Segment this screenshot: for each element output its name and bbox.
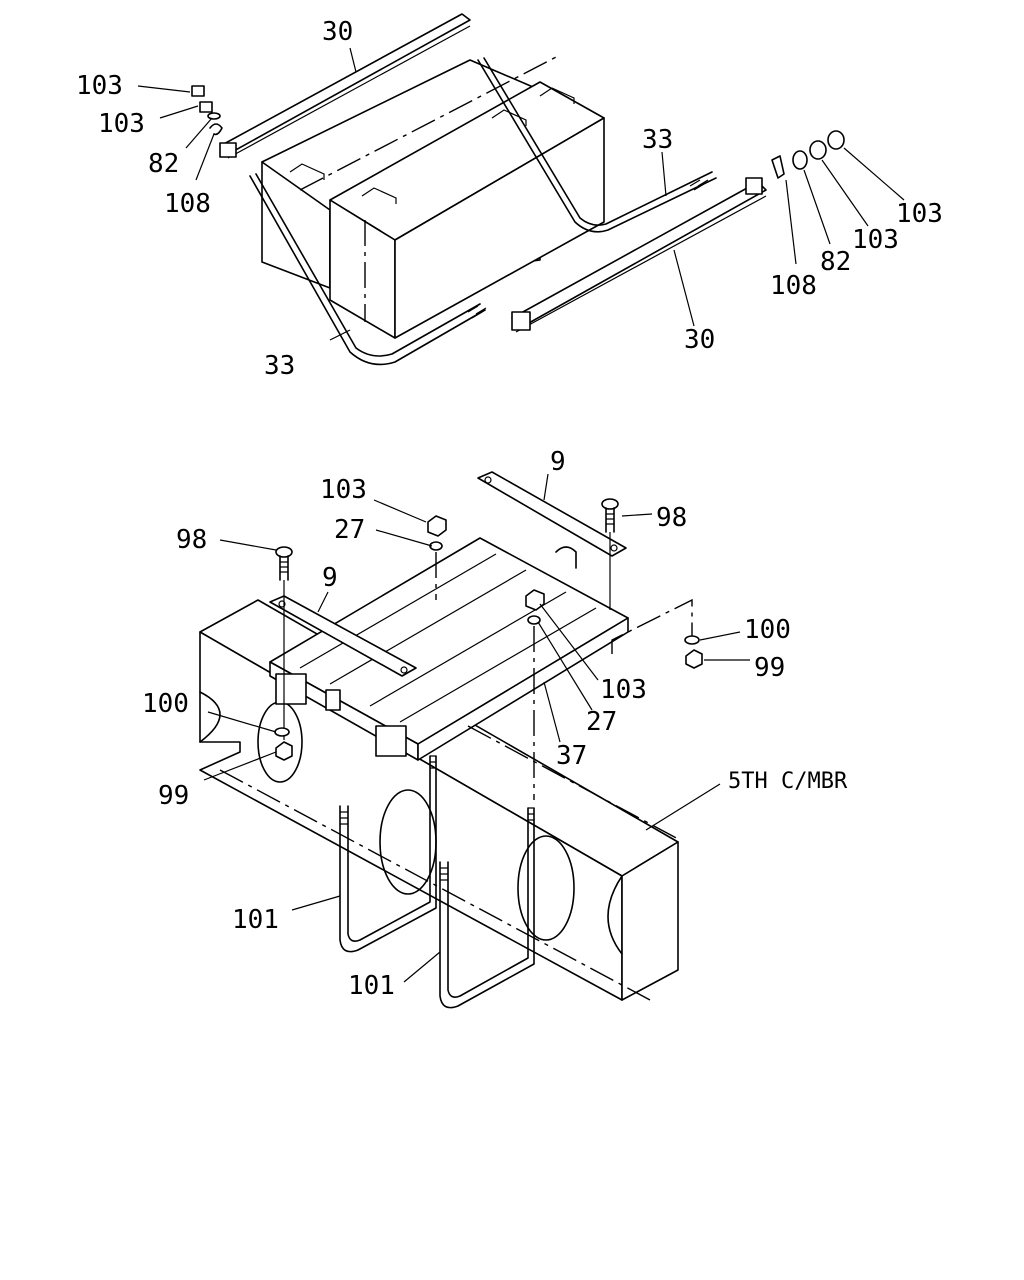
- nut-icon: [809, 140, 827, 160]
- nut-icon: [827, 130, 845, 150]
- callout-label: 9: [550, 447, 566, 477]
- hold-down-bar-9-left: [269, 595, 417, 677]
- top-callouts: 103 103 82 108 30 33 33 30 108 82 103 10…: [76, 17, 943, 381]
- top-leader-lines: [137, 47, 905, 341]
- tray-clip: [325, 689, 341, 711]
- bolt-98-left: [275, 546, 293, 740]
- nut-icon: [275, 741, 293, 761]
- callout-label: 30: [322, 17, 353, 47]
- fasteners-top-right: [771, 130, 845, 179]
- callout-label: 37: [556, 741, 587, 771]
- bottom-leader-lines: [203, 473, 750, 983]
- callout-label: 9: [322, 563, 338, 593]
- washer-icon: [684, 635, 700, 645]
- strap-30-upper: [219, 13, 471, 159]
- callout-label: 101: [348, 971, 395, 1001]
- bottom-centre-lines: [219, 552, 681, 1001]
- callout-label: 103: [852, 225, 899, 255]
- callout-label: 98: [656, 503, 687, 533]
- callout-label: 108: [164, 189, 211, 219]
- bolt-98-right: [601, 498, 619, 610]
- washer-icon: [527, 615, 541, 625]
- u-bolt-101-left: [339, 755, 437, 953]
- callout-label: 108: [770, 271, 817, 301]
- callout-label: 99: [754, 653, 785, 683]
- callout-label: 100: [744, 615, 791, 645]
- callout-label: 103: [896, 199, 943, 229]
- nut-icon: [199, 101, 213, 113]
- tray-bracket: [275, 673, 307, 705]
- nut-icon: [685, 649, 703, 669]
- callout-label: 100: [142, 689, 189, 719]
- callout-label: 30: [684, 325, 715, 355]
- callout-label: 103: [76, 71, 123, 101]
- bottom-callouts: 9 103 27 98 98 9 100 99 103 27 37 100 99…: [142, 447, 848, 1001]
- nut-icon: [427, 515, 447, 537]
- callout-label: 101: [232, 905, 279, 935]
- washer-icon: [207, 112, 221, 120]
- battery-tray: [269, 537, 629, 761]
- tray-bracket: [375, 725, 407, 757]
- washer-icon: [274, 727, 290, 737]
- battery-right: [289, 54, 605, 339]
- callout-label: 98: [176, 525, 207, 555]
- battery-assembly: [191, 13, 845, 366]
- hold-down-bar-9-right: [477, 471, 627, 557]
- callout-label: 103: [98, 109, 145, 139]
- rod-33-left: [249, 173, 487, 366]
- nut-icon: [191, 85, 205, 97]
- strap-30-lower: [511, 177, 767, 333]
- callout-label: 82: [820, 247, 851, 277]
- callout-label: 82: [148, 149, 179, 179]
- fasteners-top-left: [191, 85, 223, 136]
- rod-33-right: [477, 57, 717, 233]
- fasteners-bottom: [274, 515, 703, 761]
- callout-label: 33: [642, 125, 673, 155]
- callout-label: 27: [586, 707, 617, 737]
- hook-icon: [771, 155, 785, 179]
- callout-label: 5TH C/MBR: [728, 769, 848, 794]
- u-bolt-101-right: [439, 807, 535, 1009]
- callout-label: 103: [320, 475, 367, 505]
- callout-label: 99: [158, 781, 189, 811]
- callout-label: 27: [334, 515, 365, 545]
- nut-icon: [525, 589, 545, 611]
- callout-label: 103: [600, 675, 647, 705]
- callout-label: 33: [264, 351, 295, 381]
- washer-icon: [792, 150, 808, 170]
- hook-icon: [209, 123, 223, 136]
